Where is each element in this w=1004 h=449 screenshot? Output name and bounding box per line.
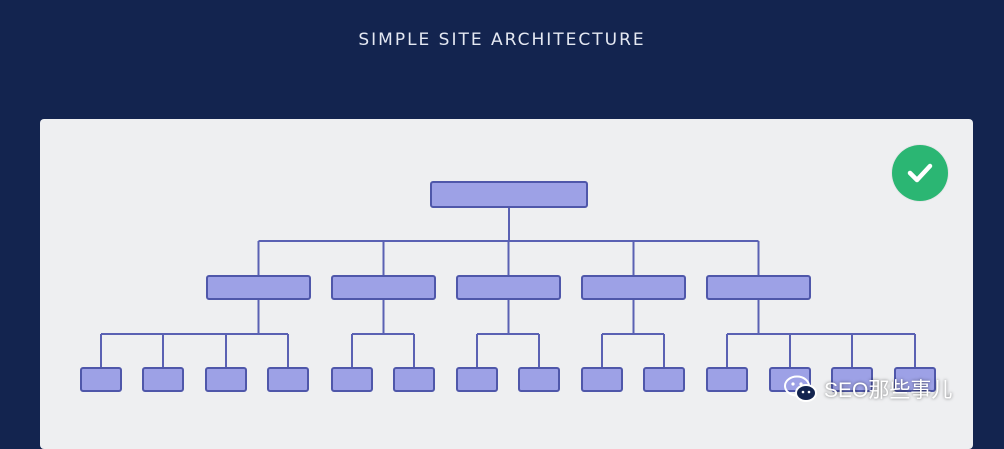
- level3-node-1-1: [80, 367, 122, 392]
- level3-node-1-2: [142, 367, 184, 392]
- level3-node-2-2: [393, 367, 435, 392]
- root-node: [430, 181, 588, 208]
- level3-node-1-3: [205, 367, 247, 392]
- page-title: SIMPLE SITE ARCHITECTURE: [358, 30, 646, 50]
- site-architecture-tree: [80, 181, 936, 392]
- level3-node-5-4: [894, 367, 936, 392]
- level2-node-1: [206, 275, 311, 300]
- level3-node-3-2: [518, 367, 560, 392]
- checkmark-icon: [892, 145, 948, 201]
- watermark: SEO那些事儿: [784, 374, 952, 404]
- level3-node-3-1: [456, 367, 498, 392]
- level3-node-5-2: [769, 367, 811, 392]
- level3-node-5-3: [831, 367, 873, 392]
- wechat-icon: [784, 375, 817, 402]
- level2-node-3: [456, 275, 561, 300]
- watermark-text: SEO那些事儿: [824, 379, 953, 402]
- level3-node-4-2: [643, 367, 685, 392]
- level3-node-2-1: [331, 367, 373, 392]
- level3-node-1-4: [267, 367, 309, 392]
- level2-node-5: [706, 275, 811, 300]
- level2-node-4: [581, 275, 686, 300]
- level3-node-4-1: [581, 367, 623, 392]
- level3-node-5-1: [706, 367, 748, 392]
- level2-node-2: [331, 275, 436, 300]
